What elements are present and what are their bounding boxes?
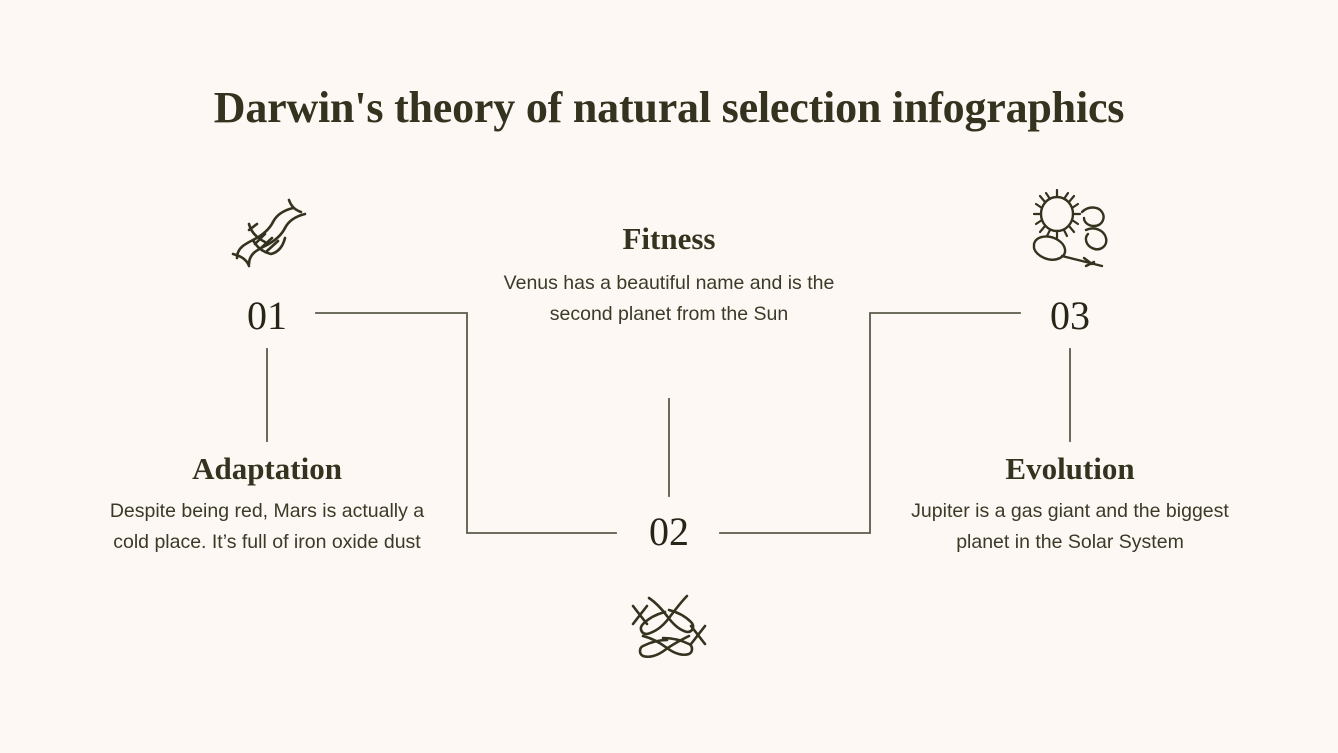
item-body-evolution: Jupiter is a gas giant and the biggest p… <box>911 500 1229 553</box>
item-heading-fitness: Fitness <box>622 221 716 256</box>
step-number-03: 03 <box>1050 293 1090 338</box>
dna-helix-icon <box>219 186 315 272</box>
item-block-fitness: Fitness Venus has a beautiful name and i… <box>499 221 839 330</box>
item-block-evolution: Evolution Jupiter is a gas giant and the… <box>900 451 1240 558</box>
step-number-01: 01 <box>247 293 287 338</box>
item-block-adaptation: Adaptation Despite being red, Mars is ac… <box>97 451 437 558</box>
item-heading-evolution: Evolution <box>1005 451 1135 486</box>
page-title: Darwin's theory of natural selection inf… <box>213 83 1125 132</box>
item-body-adaptation: Despite being red, Mars is actually a co… <box>109 500 425 553</box>
item-body-fitness: Venus has a beautiful name and is the se… <box>503 272 835 326</box>
microbes-icon <box>1024 186 1120 272</box>
chromosomes-icon <box>621 578 717 664</box>
item-heading-adaptation: Adaptation <box>192 451 342 486</box>
step-number-02: 02 <box>649 509 689 554</box>
